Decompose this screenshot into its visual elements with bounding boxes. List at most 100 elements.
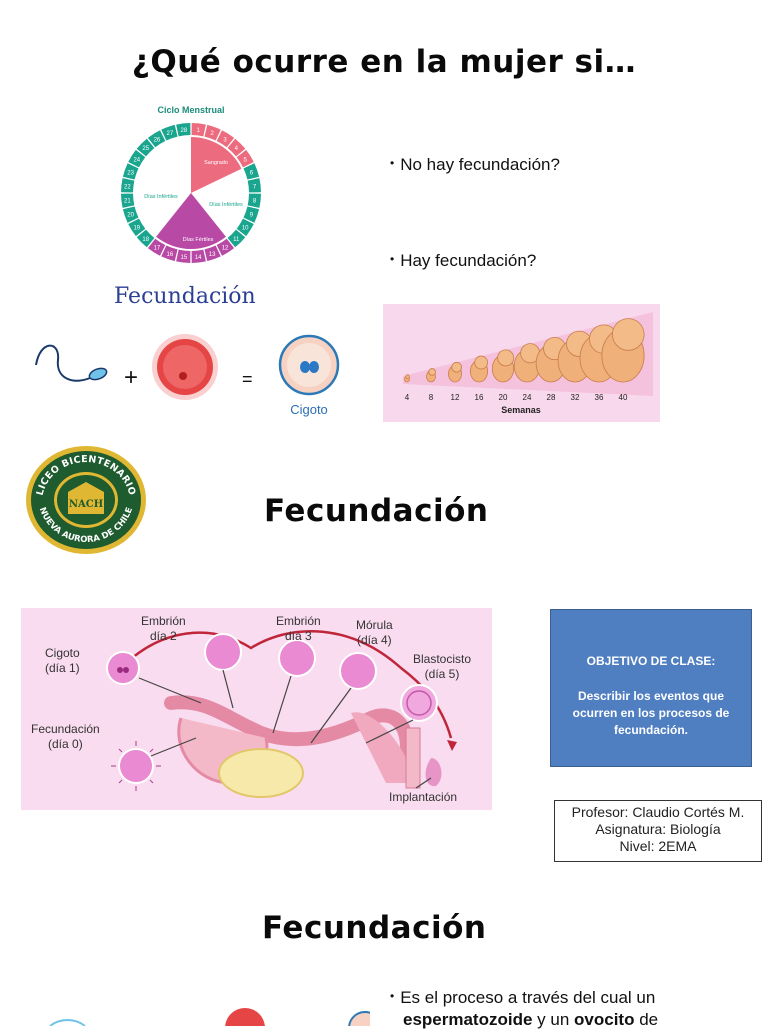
- fetus-icon: [404, 374, 410, 383]
- fecundacion-cell-icon: [111, 741, 161, 791]
- label-fecundacion: Fecundación(día 0): [31, 722, 100, 751]
- cycle-day-label: 20: [127, 213, 134, 219]
- cycle-day-segment: [176, 249, 191, 263]
- cycle-day-label: 27: [167, 131, 174, 137]
- week-label: 36: [595, 393, 604, 402]
- blastocisto-cell-icon: [400, 684, 438, 722]
- week-label: 20: [499, 393, 508, 402]
- cycle-day-segment: [122, 206, 139, 223]
- fecundacion-heading: Fecundación: [114, 284, 256, 309]
- infertil-left-label: Días Infértiles: [144, 194, 178, 200]
- logo-badge: NACH: [69, 499, 103, 510]
- cycle-day-segment: [216, 130, 235, 148]
- ovocyte-icon: [152, 334, 218, 400]
- cycle-day-segment: [216, 238, 235, 256]
- sperm-icon: [35, 344, 108, 382]
- sangrado-label: Sangrado: [204, 160, 228, 166]
- label-implantacion: Implantación: [389, 790, 458, 804]
- fetus-icon: [469, 355, 489, 383]
- embrion3-cell-icon: [278, 639, 316, 677]
- cycle-day-label: 7: [253, 184, 257, 190]
- fetus-icon: [426, 368, 436, 383]
- cycle-day-segment: [122, 163, 139, 180]
- cycle-day-segment: [128, 218, 146, 237]
- cigoto-label: Cigoto: [290, 402, 328, 417]
- cycle-day-label: 10: [242, 226, 249, 232]
- cycle-day-segment: [147, 238, 166, 256]
- cycle-day-label: 13: [209, 252, 216, 258]
- cycle-day-label: 18: [142, 237, 149, 243]
- week-label: 24: [523, 393, 532, 402]
- cycle-day-segment: [161, 124, 178, 141]
- objective-title: OBJETIVO DE CLASE:: [586, 654, 716, 668]
- plus-sign: +: [124, 364, 138, 391]
- label-cigoto: Cigoto(día 1): [45, 646, 80, 675]
- cycle-day-label: 16: [167, 252, 174, 258]
- cycle-title: Ciclo Menstrual: [157, 105, 225, 115]
- zygote-icon: [278, 334, 340, 396]
- cycle-day-label: 11: [233, 237, 240, 243]
- subject-name: Asignatura: Biología: [595, 821, 721, 837]
- fetus-icon: [491, 349, 515, 383]
- week-label: 8: [429, 393, 434, 402]
- slide3-bullet: •Es el proceso a través del cual un espe…: [390, 988, 659, 1029]
- teacher-info-box: Profesor: Claudio Cortés M. Asignatura: …: [554, 800, 762, 862]
- school-logo: LICEO BICENTENARIO NUEVA AURORA DE CHILE…: [24, 444, 148, 556]
- cycle-day-segment: [191, 123, 206, 137]
- cycle-day-segment: [227, 229, 246, 248]
- fertil-wedge: [156, 193, 226, 249]
- cycle-day-segment: [161, 245, 178, 262]
- slide3-partial-illustration: [49, 1008, 370, 1026]
- cycle-day-segment: [247, 178, 261, 193]
- cycle-day-label: 22: [124, 184, 131, 190]
- cycle-day-segment: [176, 123, 191, 137]
- class-objective-box: OBJETIVO DE CLASE: Describir los eventos…: [550, 609, 752, 767]
- cycle-day-label: 14: [195, 255, 202, 261]
- cycle-day-label: 21: [124, 199, 131, 205]
- cycle-day-segment: [204, 124, 221, 141]
- cycle-day-label: 25: [142, 146, 149, 152]
- slide2-title: Fecundación: [264, 493, 489, 529]
- cycle-day-label: 28: [180, 128, 187, 134]
- cycle-wheel: 1234567891011121314151617181920212223242…: [121, 123, 261, 263]
- week-label: 12: [451, 393, 460, 402]
- cycle-day-label: 3: [223, 137, 227, 143]
- fetus-icon: [513, 343, 541, 383]
- bullet-hay-fecundacion: •Hay fecundación?: [390, 251, 537, 270]
- objective-text: Describir los eventos que ocurren en los…: [572, 689, 730, 737]
- cycle-day-label: 19: [133, 226, 140, 232]
- cycle-day-segment: [227, 138, 246, 157]
- cycle-day-segment: [136, 138, 155, 157]
- week-label: 28: [547, 393, 556, 402]
- cycle-day-label: 8: [253, 199, 257, 205]
- bullet-no-fecundacion: •No hay fecundación?: [390, 155, 560, 174]
- cycle-day-label: 24: [133, 157, 140, 163]
- week-label: 32: [571, 393, 580, 402]
- sangrado-wedge: [191, 137, 242, 193]
- cycle-day-segment: [204, 245, 221, 262]
- cycle-day-label: 4: [235, 146, 239, 152]
- fertil-label: Días Fértiles: [183, 237, 214, 243]
- cycle-day-segment: [243, 163, 260, 180]
- cycle-day-segment: [136, 229, 155, 248]
- label-blastocisto: Blastocisto(día 5): [413, 652, 472, 681]
- fecundacion-illustration: + = Cigoto: [35, 334, 340, 417]
- cycle-day-label: 6: [250, 170, 254, 176]
- fetus-icon: [448, 361, 462, 383]
- semanas-label: Semanas: [501, 405, 541, 415]
- equals-sign: =: [242, 369, 253, 389]
- teacher-name: Profesor: Claudio Cortés M.: [571, 804, 745, 820]
- fetus-icon: [601, 318, 645, 383]
- cycle-day-label: 17: [154, 246, 161, 252]
- slide1-title: ¿Qué ocurre en la mujer si…: [131, 44, 637, 80]
- label-morula: Mórula(día 4): [356, 618, 393, 647]
- infertil-right-label: Días Infértiles: [209, 202, 243, 208]
- cycle-day-segment: [147, 130, 166, 148]
- level-name: Nivel: 2EMA: [619, 838, 697, 854]
- cycle-day-label: 5: [244, 157, 248, 163]
